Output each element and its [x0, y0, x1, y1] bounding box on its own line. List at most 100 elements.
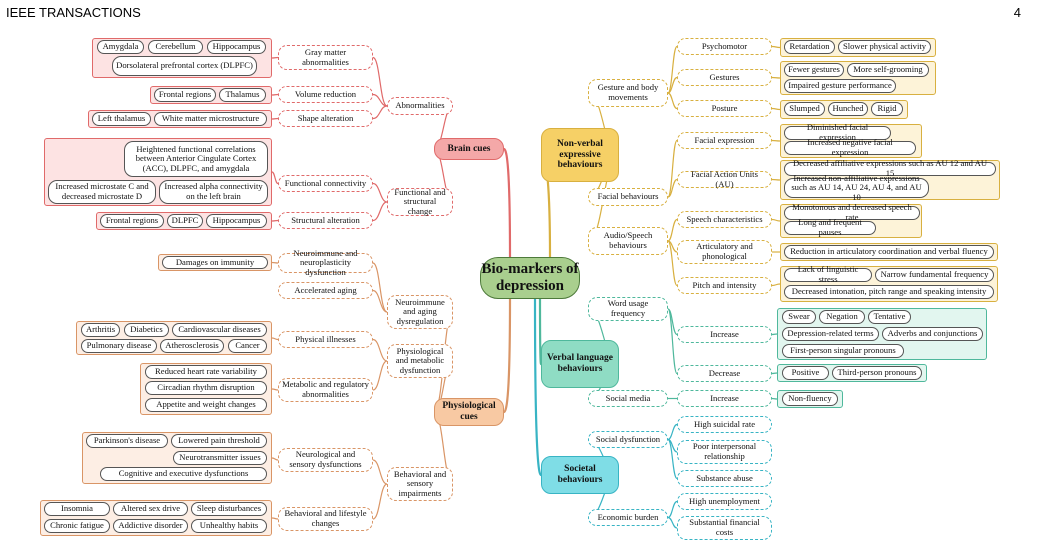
leaf-item: Decreased affiliative expressions such a…: [784, 159, 996, 178]
leaf-item: Diminished facial expression: [784, 123, 891, 142]
speech-characteristics-node: Speech characteristics: [677, 211, 772, 228]
leaf-item: Swear: [782, 310, 816, 324]
facial-behaviours-node: Facial behaviours: [588, 188, 668, 206]
connector-facial-expression-fe-box: [771, 139, 781, 142]
leaf-item: Reduction in articulatory coordination a…: [784, 245, 994, 259]
connector-behavioral-sensory-lifestyle-changes: [372, 483, 388, 520]
abnormalities-node: Abnormalities: [387, 97, 453, 115]
functional-change-node: Functional and structural change: [387, 187, 453, 216]
connector-root-physio-cues: [502, 298, 512, 414]
leaf-item: Chronic fatigue: [44, 519, 110, 533]
connector-shape-alteration-shape-box: [271, 117, 279, 120]
connector-neuroimmune-aging-neuro-dysfunction: [372, 262, 388, 313]
connector-gestures-ges-box: [771, 76, 781, 79]
neuroimmune-aging-node: Neuroimmune and aging dysregulation: [387, 295, 453, 329]
leaf-item: Cardiovascular diseases: [172, 323, 267, 337]
leaf-item: Altered sex drive: [113, 502, 188, 516]
audio-speech-node: Audio/Speech behaviours: [588, 227, 668, 255]
brain-cues-node: Brain cues: [434, 138, 504, 160]
leaf-item: Increased negative facial expression: [784, 138, 916, 157]
connector-lifestyle-changes-life-box: [271, 517, 279, 520]
leaf-item: Neurotransmitter issues: [173, 451, 267, 465]
pitch-intensity-node: Pitch and intensity: [677, 277, 772, 294]
neurological-sensory-node: Neurological and sensory dysfunctions: [278, 448, 373, 472]
leaf-item: First-person singular pronouns: [782, 344, 904, 358]
leaf-item: Dorsolateral prefrontal cortex (DLPFC): [112, 56, 257, 76]
leaf-item: Monotonous and decreased speech rate: [784, 203, 920, 222]
leaf-item: Fewer gestures: [784, 63, 844, 77]
leaf-item: Hunched: [828, 102, 868, 116]
connector-root-societal-cues: [533, 298, 543, 477]
metabolic-regulatory-node: Metabolic and regulatory abnormalities: [278, 378, 373, 402]
connector-facial-au-au-box: [771, 178, 781, 181]
leaf-item: Reduced heart rate variability: [145, 365, 267, 379]
leaf-item: DLPFC: [167, 214, 203, 228]
leaf-item: Pulmonary disease: [81, 339, 157, 353]
social-media-node: Social media: [588, 390, 668, 407]
facial-au-node: Facial Action Units (AU): [677, 169, 772, 188]
connector-metabolic-regulatory-met-box: [271, 388, 279, 391]
accelerated-aging-node: Accelerated aging: [278, 282, 373, 299]
behavioral-sensory-node: Behavioral and sensory impairments: [387, 467, 453, 501]
leaf-item: Amygdala: [97, 40, 144, 54]
leaf-item: Lack of linguistic stress: [784, 265, 872, 284]
connector-social-dysfunction-substance-abuse: [667, 438, 678, 480]
connector-functional-connectivity-fc-box: [271, 171, 279, 185]
connector-audio-speech-speech-characteristics: [667, 218, 678, 242]
leaf-item: Atherosclerosis: [160, 339, 224, 353]
connector-facial-behaviours-facial-expression: [667, 139, 678, 198]
lifestyle-changes-node: Behavioral and lifestyle changes: [278, 507, 373, 531]
leaf-item: Decreased intonation, pitch range and sp…: [784, 285, 994, 299]
gray-matter-node: Gray matter abnormalities: [278, 45, 373, 70]
poor-relationship-node: Poor interpersonal relationship: [677, 440, 772, 464]
nonverbal-cues-node: Non-verbal expressive behaviours: [541, 128, 619, 182]
connector-sm-increase-sm-box: [771, 397, 778, 400]
connector-functional-change-functional-connectivity: [372, 182, 388, 203]
leaf-item: Damages on immunity: [162, 256, 268, 269]
connector-structural-alteration-sa-box: [271, 219, 279, 222]
volume-reduction-node: Volume reduction: [278, 86, 373, 103]
economic-burden-node: Economic burden: [588, 509, 668, 526]
physical-illnesses-node: Physical illnesses: [278, 331, 373, 348]
connector-gesture-body-psychomotor: [667, 45, 678, 94]
leaf-item: Non-fluency: [782, 392, 838, 406]
gesture-body-node: Gesture and body movements: [588, 79, 668, 107]
structural-alteration-node: Structural alteration: [278, 212, 373, 229]
connector-root-verbal-cues: [538, 298, 543, 366]
leaf-item: Tentative: [868, 310, 911, 324]
connector-volume-reduction-vol-box: [271, 93, 279, 96]
connector-metabolic-dysfunction-metabolic-regulatory: [372, 360, 388, 391]
connector-neuroimmune-aging-accelerated-aging: [372, 289, 388, 313]
leaf-item: Increased non-affiliative expressions su…: [784, 173, 929, 202]
neuro-dysfunction-node: Neuroimmune and neuroplasticity dysfunct…: [278, 248, 373, 277]
shape-alteration-node: Shape alteration: [278, 110, 373, 127]
connector-decrease-dec-box: [771, 372, 778, 375]
leaf-item: Diabetics: [124, 323, 169, 337]
connector-root-brain-cues: [502, 147, 512, 258]
connector-economic-burden-financial-costs: [667, 516, 678, 529]
facial-expression-node: Facial expression: [677, 132, 772, 149]
connector-speech-characteristics-sc-box: [771, 218, 781, 222]
connector-metabolic-dysfunction-physical-illnesses: [372, 338, 388, 362]
high-suicidal-node: High suicidal rate: [677, 416, 772, 433]
leaf-item: Frontal regions: [100, 214, 164, 228]
verbal-cues-node: Verbal language behaviours: [541, 340, 619, 388]
leaf-item: Sleep disturbances: [191, 502, 267, 516]
leaf-item: Cancer: [228, 339, 267, 353]
physio-cues-node: Physiological cues: [434, 398, 504, 426]
leaf-item: Cerebellum: [148, 40, 203, 54]
connector-word-usage-decrease: [667, 308, 678, 375]
connector-abnormalities-shape-alteration: [372, 105, 388, 120]
leaf-item: Insomnia: [44, 502, 110, 516]
leaf-item: Arthritis: [81, 323, 120, 337]
word-usage-node: Word usage frequency: [588, 297, 668, 321]
substance-abuse-node: Substance abuse: [677, 470, 772, 487]
leaf-item: Lowered pain threshold: [171, 434, 267, 448]
header-title: IEEE TRANSACTIONS: [6, 5, 141, 20]
leaf-item: Frontal regions: [154, 88, 216, 102]
leaf-item: Adverbs and conjunctions: [882, 327, 983, 341]
connector-neurological-sensory-ns-box: [271, 457, 279, 461]
connector-behavioral-sensory-neurological-sensory: [372, 459, 388, 485]
posture-node: Posture: [677, 100, 772, 117]
connector-economic-burden-high-unemployment: [667, 500, 678, 519]
